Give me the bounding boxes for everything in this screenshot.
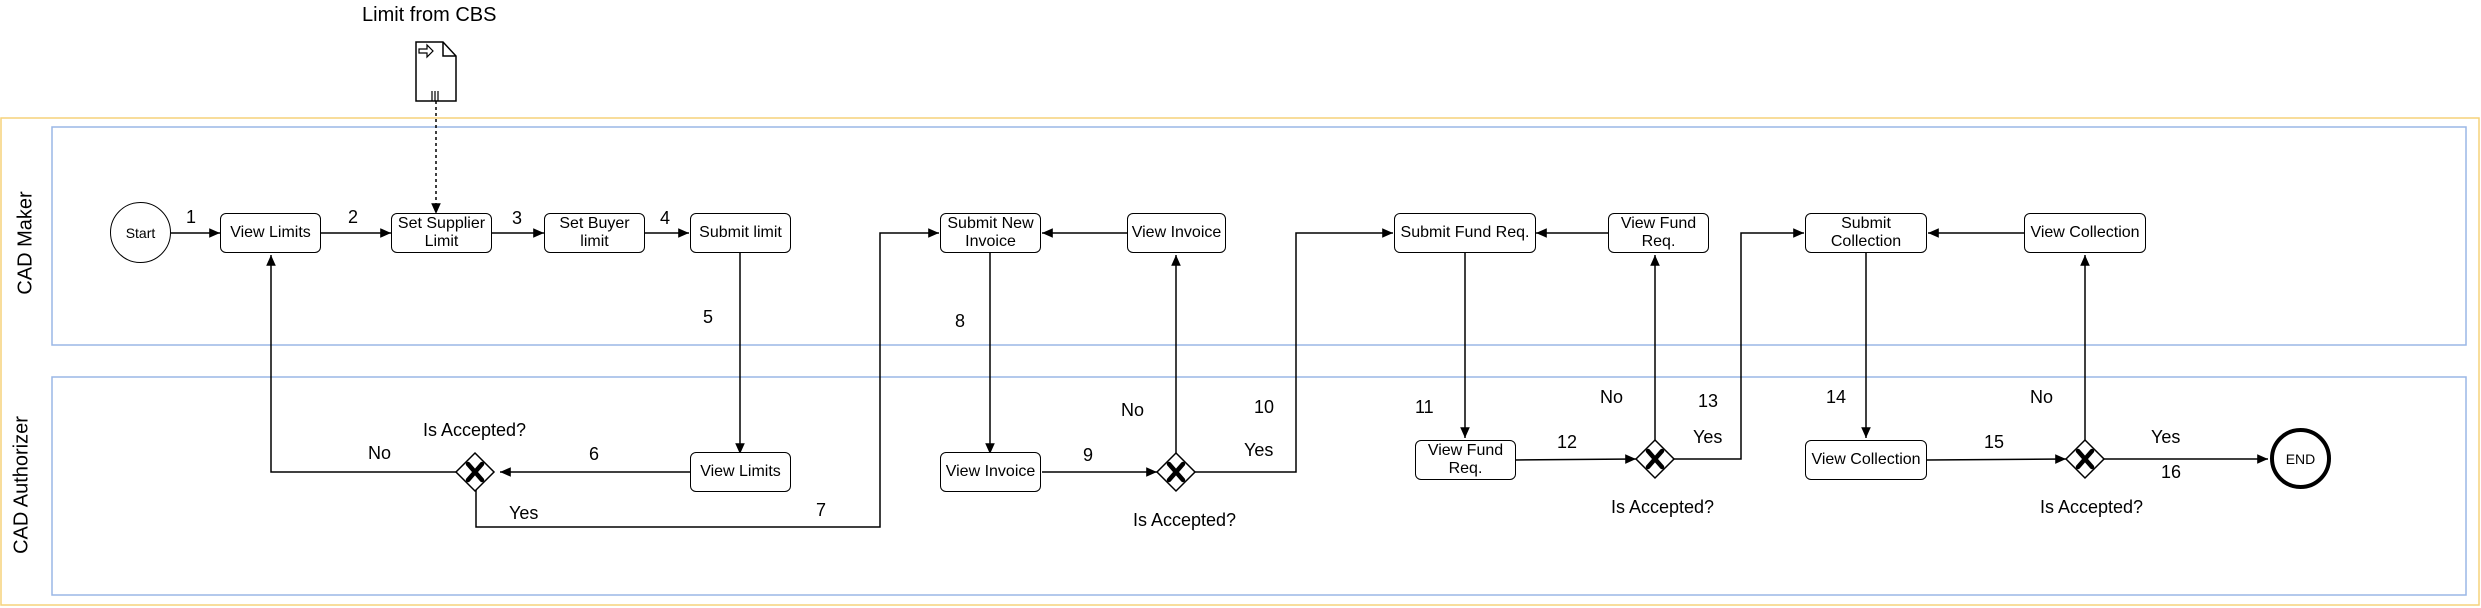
gateway-2-label: Is Accepted?: [1133, 510, 1237, 530]
document-title: Limit from CBS: [362, 4, 497, 26]
task-set-supplier-limit[interactable]: Set Supplier Limit: [391, 213, 492, 253]
pool-border: [0, 117, 2480, 606]
branch-label-g4-yes: Yes: [2151, 427, 2181, 447]
gateway-3-label: Is Accepted?: [1611, 497, 1715, 517]
step-label-3: 3: [512, 208, 523, 228]
task-view-fund-req-authorizer[interactable]: View Fund Req.: [1415, 440, 1516, 480]
step-label-6: 6: [589, 444, 600, 464]
branch-label-g4-no: No: [2030, 387, 2054, 407]
task-view-limits-maker[interactable]: View Limits: [220, 213, 321, 253]
step-label-13: 13: [1698, 391, 1719, 411]
step-label-7: 7: [816, 500, 827, 520]
gateway-2: [1155, 451, 1197, 493]
gateway-3: [1634, 438, 1676, 480]
step-label-9: 9: [1083, 445, 1094, 465]
step-label-10: 10: [1254, 397, 1275, 417]
step-label-4: 4: [660, 208, 671, 228]
gateway-1-label: Is Accepted?: [423, 420, 527, 440]
step-label-16: 16: [2161, 462, 2182, 482]
branch-label-g1-no: No: [368, 443, 392, 463]
step-label-12: 12: [1557, 432, 1578, 452]
lane-title-authorizer: CAD Authorizer: [10, 416, 33, 554]
task-view-fund-req-maker[interactable]: View Fund Req.: [1608, 213, 1709, 253]
task-submit-fund-req[interactable]: Submit Fund Req.: [1394, 213, 1536, 253]
step-label-15: 15: [1984, 432, 2005, 452]
task-submit-new-invoice[interactable]: Submit New Invoice: [940, 213, 1041, 253]
step-label-14: 14: [1826, 387, 1847, 407]
lane-title-maker: CAD Maker: [14, 191, 37, 295]
start-event[interactable]: Start: [110, 202, 171, 263]
flow-7: [475, 228, 939, 528]
task-view-limits-authorizer[interactable]: View Limits: [690, 452, 791, 492]
branch-label-g3-yes: Yes: [1693, 427, 1723, 447]
task-view-invoice-maker[interactable]: View Invoice: [1127, 213, 1226, 253]
step-label-11: 11: [1415, 397, 1434, 417]
end-event[interactable]: END: [2270, 428, 2331, 489]
flow-15: [1926, 454, 2067, 464]
flow-10: [1195, 228, 1393, 473]
lane-authorizer: [51, 376, 2467, 596]
document-icon: [415, 41, 457, 102]
task-view-invoice-authorizer[interactable]: View Invoice: [940, 452, 1041, 492]
step-label-5: 5: [703, 307, 714, 327]
task-submit-collection[interactable]: Submit Collection: [1805, 213, 1927, 253]
step-label-2: 2: [348, 207, 359, 227]
flow-13: [1674, 228, 1804, 460]
flow-12: [1514, 454, 1637, 464]
flow-g1-no: [266, 255, 456, 473]
branch-label-g3-no: No: [1600, 387, 1624, 407]
gateway-4-label: Is Accepted?: [2040, 497, 2144, 517]
branch-label-g2-yes: Yes: [1244, 440, 1274, 460]
branch-label-g1-yes: Yes: [509, 503, 539, 523]
step-label-8: 8: [955, 311, 966, 331]
lane-maker: [51, 126, 2467, 346]
gateway-1: [454, 451, 496, 493]
gateway-4: [2064, 438, 2106, 480]
branch-label-g2-no: No: [1121, 400, 1145, 420]
task-submit-limit[interactable]: Submit limit: [690, 213, 791, 253]
task-view-collection-maker[interactable]: View Collection: [2024, 213, 2146, 253]
task-view-collection-authorizer[interactable]: View Collection: [1805, 440, 1927, 480]
task-set-buyer-limit[interactable]: Set Buyer limit: [544, 213, 645, 253]
step-label-1: 1: [186, 207, 197, 227]
